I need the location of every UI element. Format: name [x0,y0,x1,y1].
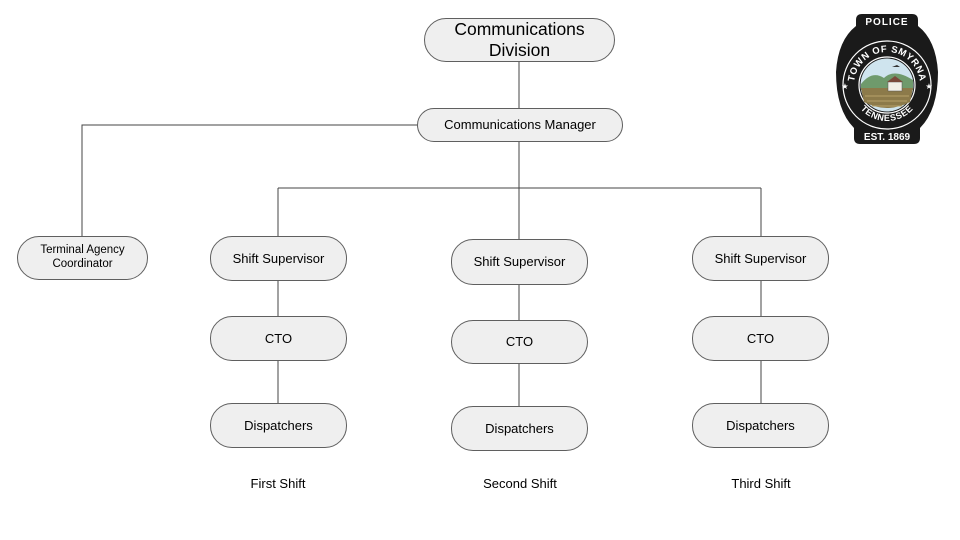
badge-star-right-icon: ★ [925,82,932,91]
second-shift-dispatchers-node: Dispatchers [451,406,588,451]
first-shift-supervisor-node: Shift Supervisor [210,236,347,281]
third-shift-cto-node: CTO [692,316,829,361]
smyrna-police-badge-logo: POLICE TOWN OF SMYRNA TENNESSEE ★ ★ EST.… [836,14,938,144]
third-shift-caption: Third Shift [731,476,791,491]
communications-division-node: Communications Division [424,18,615,62]
first-shift-dispatchers-node: Dispatchers [210,403,347,448]
manager-to-coordinator-line [81,124,418,236]
second-shift-cto-node: CTO [451,320,588,364]
badge-est-text: EST. 1869 [864,132,911,143]
communications-manager-node: Communications Manager [417,108,623,142]
third-shift-supervisor-node: Shift Supervisor [692,236,829,281]
terminal-agency-coordinator-node: Terminal Agency Coordinator [17,236,148,280]
third-shift-dispatchers-node: Dispatchers [692,403,829,448]
first-shift-cto-node: CTO [210,316,347,361]
badge-police-text: POLICE [865,17,908,28]
second-shift-supervisor-node: Shift Supervisor [451,239,588,285]
first-shift-caption: First Shift [250,476,306,491]
badge-star-left-icon: ★ [841,82,848,91]
second-shift-caption: Second Shift [483,476,557,491]
badge-landscape-image [860,58,914,112]
